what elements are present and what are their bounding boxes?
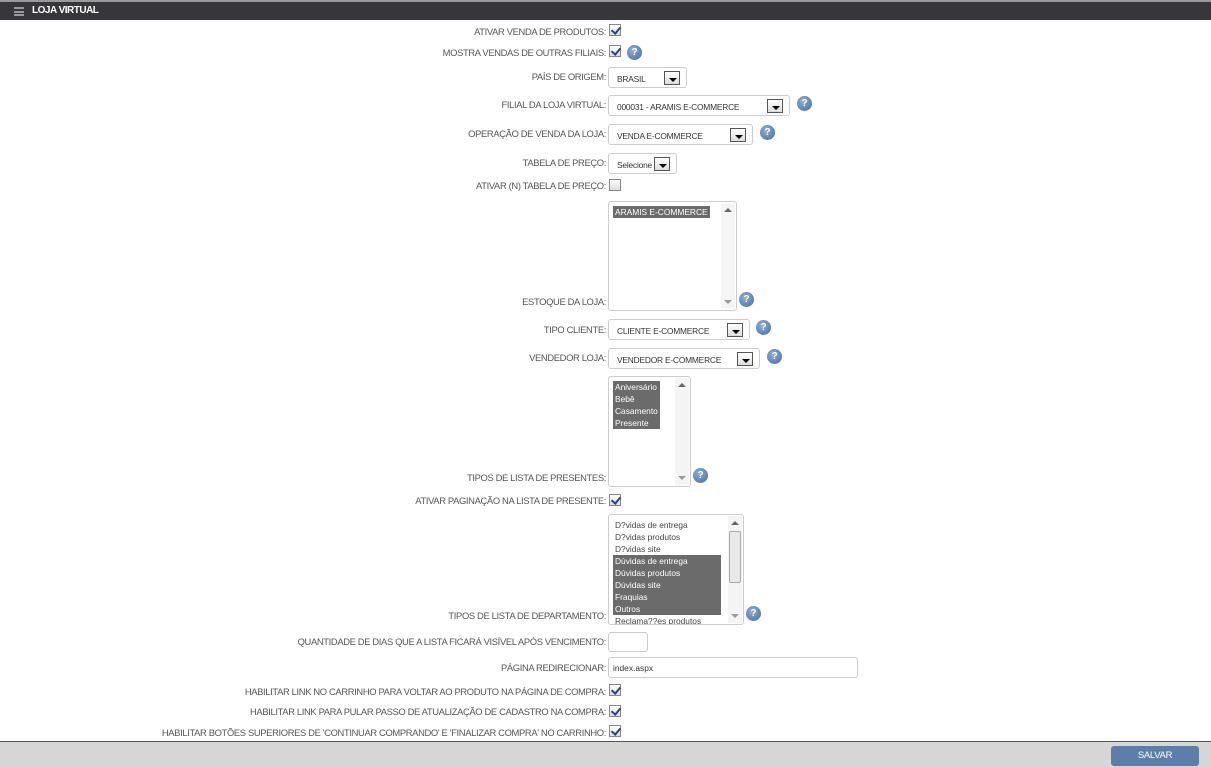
scrollbar[interactable] bbox=[675, 378, 689, 485]
chevron-down-icon bbox=[737, 352, 753, 366]
footer-bar: SALVAR bbox=[0, 741, 1211, 767]
label-link-pular: HABILITAR LINK PARA PULAR PASSO DE ATUAL… bbox=[250, 706, 606, 717]
help-icon[interactable]: ? bbox=[693, 468, 708, 483]
select-vendedor-value: VENDEDOR E-COMMERCE bbox=[617, 355, 722, 365]
help-icon[interactable]: ? bbox=[739, 292, 754, 307]
label-tipos-presentes: TIPOS DE LISTA DE PRESENTES: bbox=[466, 472, 606, 483]
select-filial[interactable]: 000031 - ARAMIS E-COMMERCE bbox=[608, 95, 790, 116]
help-icon[interactable]: ? bbox=[767, 349, 782, 364]
help-icon[interactable]: ? bbox=[797, 96, 812, 111]
select-tipo-cliente[interactable]: CLIENTE E-COMMERCE bbox=[608, 319, 750, 340]
label-quantidade-dias: QUANTIDADE DE DIAS QUE A LISTA FICARÁ VI… bbox=[297, 636, 607, 647]
list-option[interactable]: Presente bbox=[613, 417, 660, 429]
list-option[interactable]: D?vidas produtos bbox=[615, 532, 681, 542]
label-ativar-venda: ATIVAR VENDA DE PRODUTOS: bbox=[474, 26, 606, 37]
list-option[interactable]: Outros bbox=[613, 603, 721, 615]
scroll-down-icon[interactable] bbox=[724, 300, 732, 304]
help-icon[interactable]: ? bbox=[746, 606, 761, 621]
label-filial: FILIAL DA LOJA VIRTUAL: bbox=[501, 99, 607, 110]
scroll-up-icon[interactable] bbox=[678, 383, 686, 387]
list-option[interactable]: Fraquias bbox=[613, 591, 721, 603]
scroll-up-icon[interactable] bbox=[731, 521, 739, 525]
label-vendedor: VENDEDOR LOJA: bbox=[529, 352, 606, 363]
list-option[interactable]: D?vidas de entrega bbox=[615, 520, 688, 530]
label-tipo-cliente: TIPO CLIENTE: bbox=[543, 324, 606, 335]
label-departamento: TIPOS DE LISTA DE DEPARTAMENTO: bbox=[448, 610, 606, 621]
checkbox-paginacao[interactable] bbox=[609, 494, 621, 506]
chevron-down-icon bbox=[727, 323, 743, 337]
listbox-departamento[interactable]: D?vidas de entrega D?vidas produtos D?vi… bbox=[608, 514, 744, 625]
checkbox-link-carrinho[interactable] bbox=[609, 684, 621, 696]
list-option[interactable]: Bebê bbox=[613, 393, 660, 405]
top-bar: LOJA VIRTUAL bbox=[0, 0, 1211, 20]
select-tabela-value: Selecione bbox=[617, 160, 652, 170]
list-option[interactable]: Dúvidas site bbox=[613, 579, 721, 591]
scroll-down-icon[interactable] bbox=[678, 476, 686, 480]
select-tabela[interactable]: Selecione bbox=[608, 153, 677, 174]
list-option[interactable]: Dúvidas de entrega bbox=[613, 555, 721, 567]
checkbox-ativar-n-tabela[interactable] bbox=[609, 179, 621, 191]
quantidade-dias-input[interactable] bbox=[608, 632, 648, 652]
chevron-down-icon bbox=[664, 71, 680, 85]
select-tipo-cliente-value: CLIENTE E-COMMERCE bbox=[617, 326, 710, 336]
label-tabela: TABELA DE PREÇO: bbox=[522, 157, 607, 168]
chevron-down-icon bbox=[767, 99, 783, 113]
save-button[interactable]: SALVAR bbox=[1111, 746, 1199, 766]
select-pais-value: BRASIL bbox=[617, 74, 646, 84]
page-title: LOJA VIRTUAL bbox=[32, 5, 99, 16]
select-operacao-value: VENDA E-COMMERCE bbox=[617, 131, 703, 141]
listbox-estoque[interactable]: ARAMIS E-COMMERCE bbox=[608, 201, 737, 311]
label-botoes-superiores: HABILITAR BOTÕES SUPERIORES DE 'CONTINUA… bbox=[161, 727, 606, 738]
checkbox-ativar-venda[interactable] bbox=[609, 24, 621, 36]
scroll-up-icon[interactable] bbox=[724, 208, 732, 212]
scrollbar[interactable] bbox=[728, 516, 742, 623]
label-pais: PAÍS DE ORIGEM: bbox=[531, 71, 607, 82]
select-pais[interactable]: BRASIL bbox=[608, 67, 687, 88]
list-option[interactable]: Reclama??es produtos bbox=[615, 616, 702, 625]
checkbox-mostra-vendas[interactable] bbox=[609, 45, 621, 57]
label-pagina: PÁGINA REDIRECIONAR: bbox=[500, 662, 606, 673]
label-estoque: ESTOQUE DA LOJA: bbox=[522, 296, 606, 307]
chevron-down-icon bbox=[654, 157, 670, 171]
scrollbar[interactable] bbox=[721, 203, 735, 309]
list-option[interactable]: ARAMIS E-COMMERCE bbox=[613, 206, 710, 218]
chevron-down-icon bbox=[730, 128, 746, 142]
help-icon[interactable]: ? bbox=[760, 125, 775, 140]
checkbox-botoes-superiores[interactable] bbox=[609, 725, 621, 737]
pagina-redirecionar-input[interactable]: index.aspx bbox=[608, 657, 858, 678]
select-operacao[interactable]: VENDA E-COMMERCE bbox=[608, 124, 753, 145]
list-option[interactable]: Casamento bbox=[613, 405, 660, 417]
label-link-carrinho: HABILITAR LINK NO CARRINHO PARA VOLTAR A… bbox=[244, 686, 607, 697]
list-option[interactable]: D?vidas site bbox=[615, 544, 661, 554]
select-filial-value: 000031 - ARAMIS E-COMMERCE bbox=[617, 102, 740, 112]
scrollbar-thumb[interactable] bbox=[729, 531, 741, 583]
scroll-down-icon[interactable] bbox=[731, 614, 739, 618]
hamburger-icon[interactable] bbox=[14, 7, 24, 16]
label-mostra-vendas: MOSTRA VENDAS DE OUTRAS FILIAIS: bbox=[442, 47, 607, 58]
help-icon[interactable]: ? bbox=[627, 45, 642, 60]
label-ativar-n-tabela: ATIVAR (N) TABELA DE PREÇO: bbox=[476, 180, 606, 191]
list-option[interactable]: Dúvidas produtos bbox=[613, 567, 721, 579]
label-operacao: OPERAÇÃO DE VENDA DA LOJA: bbox=[468, 128, 606, 139]
label-paginacao: ATIVAR PAGINAÇÃO NA LISTA DE PRESENTE: bbox=[415, 495, 606, 506]
listbox-tipos-presentes[interactable]: Aniversário Bebê Casamento Presente bbox=[608, 376, 691, 487]
checkbox-link-pular[interactable] bbox=[609, 705, 621, 717]
help-icon[interactable]: ? bbox=[756, 320, 771, 335]
list-option[interactable]: Aniversário bbox=[613, 381, 660, 393]
select-vendedor[interactable]: VENDEDOR E-COMMERCE bbox=[608, 348, 760, 369]
